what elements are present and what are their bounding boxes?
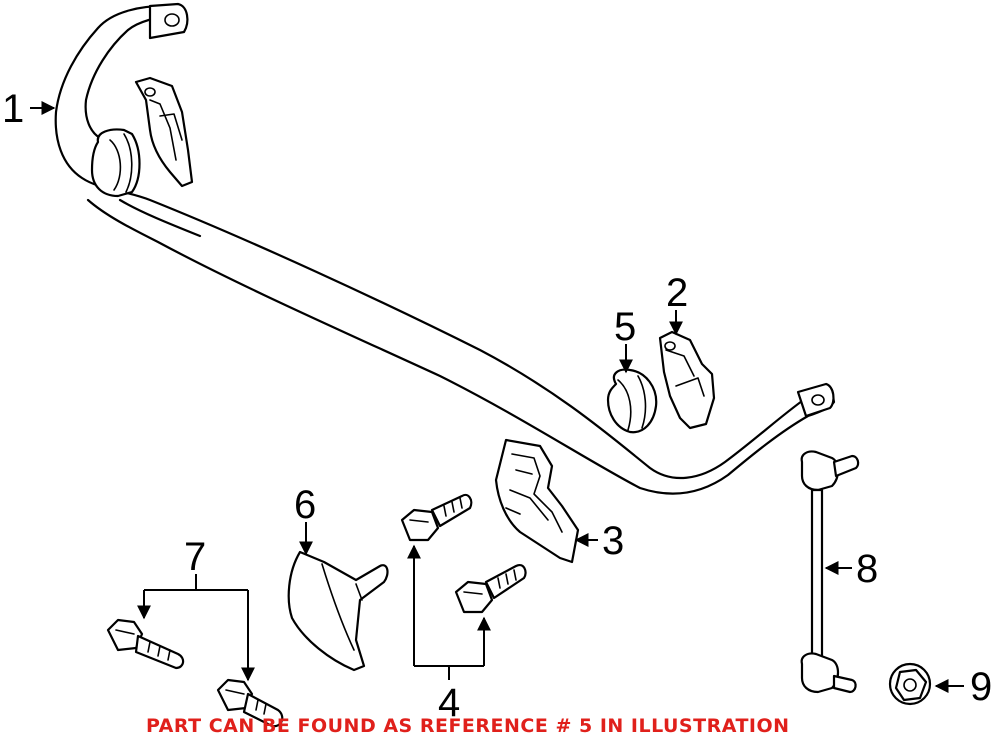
stabilizer-bar — [54, 2, 836, 495]
bracket-part-3 — [494, 438, 580, 564]
leader-lines — [30, 101, 964, 693]
bolt-part-4-upper — [400, 493, 473, 542]
callout-7: 7 — [184, 535, 206, 579]
callout-6: 6 — [294, 483, 316, 527]
callout-8: 8 — [856, 547, 878, 591]
stabilizer-link-part-8 — [800, 450, 860, 694]
bracket-part-2 — [658, 330, 716, 430]
callout-9: 9 — [970, 665, 992, 709]
bolt-part-7-left — [106, 618, 185, 670]
callout-2: 2 — [666, 271, 688, 315]
callout-1: 1 — [2, 87, 24, 131]
upper-left-bushing — [90, 128, 141, 198]
bolt-part-4-lower — [454, 564, 527, 614]
callout-5: 5 — [614, 305, 636, 349]
callout-4: 4 — [438, 681, 460, 725]
upper-left-bracket — [134, 76, 194, 188]
bushing-part-5 — [606, 368, 658, 434]
bolt-part-7-right — [216, 678, 284, 728]
shield-part-6 — [287, 550, 389, 672]
callout-3: 3 — [602, 519, 624, 563]
reference-note: PART CAN BE FOUND AS REFERENCE # 5 IN IL… — [146, 715, 790, 737]
nut-part-9 — [888, 662, 932, 706]
callout-numbers: 1 2 3 4 5 6 7 8 9 — [2, 87, 992, 725]
